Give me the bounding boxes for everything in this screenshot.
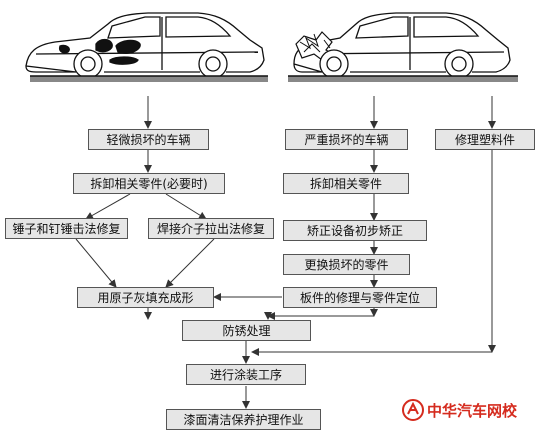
ground-hatch-left [30, 76, 268, 82]
step-panel-repair-positioning: 板件的修理与零件定位 [283, 287, 437, 308]
step-replace-damaged-parts: 更换损坏的零件 [283, 254, 410, 275]
step-minor-damage-vehicle: 轻微损坏的车辆 [88, 129, 209, 150]
step-rust-proofing: 防锈处理 [182, 320, 311, 341]
watermark-text: 中华汽车网校 [427, 401, 518, 420]
ground-hatch-right [288, 76, 518, 82]
step-weld-pull-repair: 焊接介子拉出法修复 [148, 218, 274, 239]
step-paint-cleaning-care: 漆面清洁保养护理作业 [166, 409, 321, 430]
watermark-emblem-icon [402, 399, 424, 421]
step-painting-process: 进行涂装工序 [186, 364, 306, 385]
step-disassemble-if-needed: 拆卸相关零件(必要时) [73, 173, 225, 194]
severe-damage-car-illustration [293, 12, 511, 79]
minor-damage-car-illustration [25, 12, 265, 79]
step-repair-plastic-parts: 修理塑料件 [435, 129, 535, 150]
step-disassemble-parts: 拆卸相关零件 [283, 173, 409, 194]
step-hammer-dolly-repair: 锤子和钉锤击法修复 [5, 218, 128, 239]
watermark-logo: 中华汽车网校 [402, 399, 517, 421]
step-atomic-putty-fill: 用原子灰填充成形 [77, 287, 214, 308]
step-frame-straightening: 矫正设备初步矫正 [283, 220, 427, 241]
step-severe-damage-vehicle: 严重损坏的车辆 [285, 129, 408, 150]
